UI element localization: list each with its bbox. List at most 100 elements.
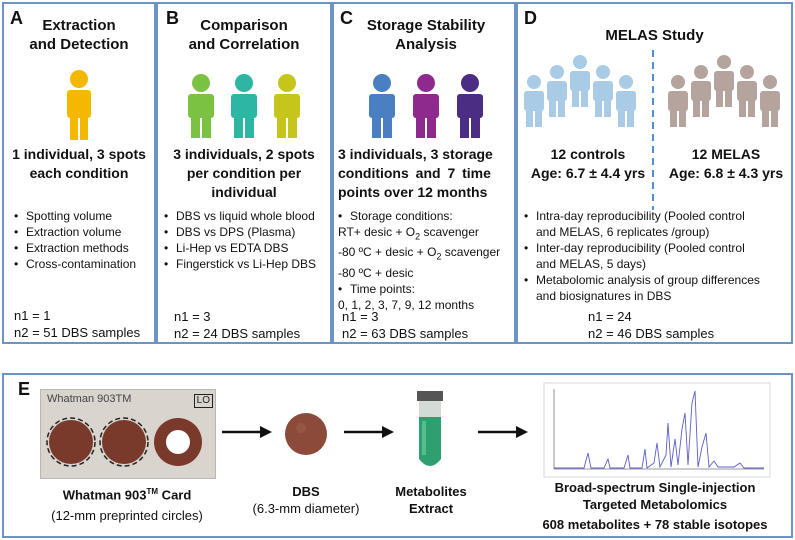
panel-d-title: MELAS Study — [605, 27, 704, 44]
arrow-icon — [222, 426, 272, 438]
list-item: -80 ºC + desic — [338, 265, 414, 280]
person-icon — [714, 55, 734, 107]
person-icon — [616, 75, 636, 127]
panel-a-n1: n1 = 1 — [14, 308, 51, 323]
person-icon — [457, 74, 483, 138]
list-item: Extraction volume — [14, 224, 154, 240]
bullet-line: and biosignatures in DBS — [536, 289, 672, 303]
panel-b-summary-line2: per condition per — [186, 165, 302, 181]
panel-b-n1: n1 = 3 — [174, 309, 211, 324]
panel-b-summary-line3: individual — [211, 184, 277, 200]
panel-b: B Comparison and Correlation 3 individua… — [156, 2, 332, 344]
list-item: Fingerstick vs Li-Hep DBS — [164, 256, 332, 272]
subscript: 2 — [415, 231, 421, 242]
panel-b-title-line2: and Correlation — [188, 36, 300, 53]
dbs-spot — [49, 420, 93, 464]
panel-b-letter: B — [166, 8, 179, 28]
person-icon — [547, 65, 567, 117]
card-caption-main: Whatman 903 — [62, 487, 147, 503]
panel-a-summary-line2: each condition — [29, 165, 129, 181]
list-item: Inter-day reproducibility (Pooled contro… — [524, 240, 790, 272]
list-item: Li-Hep vs EDTA DBS — [164, 240, 332, 256]
list-item: 0, 1, 2, 3, 7, 9, 12 months — [338, 297, 475, 312]
arrow-icon — [478, 426, 528, 438]
panel-a-counts: n1 = 1 n2 = 51 DBS samples — [14, 307, 140, 341]
panel-a-summary: 1 individual, 3 spots each condition — [4, 145, 154, 183]
ms-caption-line1: Broad-spectrum Single-injection — [554, 480, 756, 495]
bullet-line: Intra-day reproducibility (Pooled contro… — [536, 209, 745, 223]
group-divider — [652, 50, 654, 210]
storage-condition-2-end: scavenger — [441, 245, 501, 260]
bullet-line: and MELAS, 6 replicates /group) — [536, 225, 710, 239]
person-icon — [593, 65, 613, 117]
panel-b-title-line1: Comparison — [200, 17, 288, 34]
dbs-punch-image — [285, 413, 327, 455]
melas-age: Age: 6.8 ± 4.3 yrs — [668, 165, 784, 181]
dbs-caption-title: DBS — [292, 484, 320, 499]
superscript: TM — [146, 487, 159, 496]
panel-b-counts: n1 = 3 n2 = 24 DBS samples — [174, 308, 300, 342]
melas-group-icon — [668, 55, 780, 127]
panel-c: C Storage Stability Analysis 3 individua… — [332, 2, 516, 344]
mass-spectrum-image — [543, 382, 771, 478]
panel-a-title-line2: and Detection — [29, 36, 129, 53]
storage-condition-2: -80 ºC + desic + O — [338, 245, 437, 260]
panel-a-bullets: Spotting volume Extraction volume Extrac… — [14, 208, 154, 272]
list-item: -80 ºC + desic + O2 scavenger — [338, 244, 516, 264]
person-icon — [413, 74, 439, 138]
panel-a-n2: n2 = 51 DBS samples — [14, 325, 141, 340]
panel-d-counts: n1 = 24 n2 = 46 DBS samples — [588, 308, 714, 342]
card-caption-sub: (12-mm preprinted circles) — [51, 508, 203, 524]
dbs-spot — [102, 420, 146, 464]
panel-c-n1: n1 = 3 — [342, 309, 379, 324]
card-caption: Whatman 903TM Card (12-mm preprinted cir… — [24, 483, 230, 524]
panel-b-bullets: DBS vs liquid whole blood DBS vs DPS (Pl… — [164, 208, 332, 272]
storage-condition-1: RT+ desic + O — [338, 225, 416, 239]
person-icon — [737, 65, 757, 117]
panel-b-n2: n2 = 24 DBS samples — [174, 326, 301, 341]
bullet-line: Metabolomic analysis of group difference… — [536, 273, 760, 287]
controls-summary: 12 controls Age: 6.7 ± 4.4 yrs — [524, 145, 652, 183]
extract-caption-line2: Extract — [408, 501, 454, 516]
panel-d-letter: D — [524, 8, 537, 28]
panel-a-letter: A — [10, 8, 23, 28]
people-group-icon — [188, 74, 300, 138]
list-item: DBS vs liquid whole blood — [164, 208, 332, 224]
card-caption-end: Card — [158, 487, 192, 503]
list-item: Intra-day reproducibility (Pooled contro… — [524, 208, 790, 240]
list-item: Extraction methods — [14, 240, 154, 256]
panel-c-summary-line3: points over 12 months — [338, 184, 488, 200]
panel-d-n2: n2 = 46 DBS samples — [588, 326, 715, 341]
panel-c-summary: 3 individuals, 3 storage conditions and … — [338, 145, 514, 202]
panel-c-n2: n2 = 63 DBS samples — [342, 326, 469, 341]
card-circles — [46, 417, 202, 467]
list-item: Storage conditions: — [338, 208, 516, 224]
card-caption-title: Whatman 903TM Card — [24, 483, 230, 503]
panel-c-title-line1: Storage Stability — [366, 17, 486, 34]
panel-a-title-line1: Extraction — [42, 17, 116, 34]
person-icon — [524, 75, 544, 127]
panel-c-title-line2: Analysis — [395, 36, 457, 53]
punched-hole — [166, 430, 190, 454]
card-label: Whatman 903TM — [47, 393, 132, 405]
storage-condition-1-end: scavenger — [420, 225, 479, 239]
person-icon — [369, 74, 395, 138]
arrow-icon — [344, 426, 394, 438]
extract-tube-image — [417, 391, 443, 466]
list-item: Time points: — [338, 281, 516, 297]
panel-c-bullets: Storage conditions: RT+ desic + O2 scave… — [338, 208, 516, 313]
bullet-line: and MELAS, 5 days) — [536, 257, 647, 271]
controls-label: 12 controls — [550, 146, 626, 162]
controls-group-icon — [524, 55, 636, 127]
panel-e-letter: E — [18, 379, 31, 399]
panel-a-title: Extraction and Detection — [4, 16, 154, 54]
extract-caption-line1: Metabolites — [395, 484, 467, 499]
panel-e: E Whatman 903TM LO Whatman 903TM Card (1… — [2, 373, 793, 538]
dbs-caption: DBS (6.3-mm diameter) — [244, 483, 368, 517]
list-item: Cross-contamination — [14, 256, 154, 272]
person-icon — [668, 75, 688, 127]
panel-b-summary: 3 individuals, 2 spots per condition per… — [158, 145, 330, 202]
panel-a-summary-line1: 1 individual, 3 spots — [12, 146, 146, 162]
panel-c-counts: n1 = 3 n2 = 63 DBS samples — [342, 308, 468, 342]
panel-a: A Extraction and Detection 1 individual,… — [2, 2, 156, 344]
